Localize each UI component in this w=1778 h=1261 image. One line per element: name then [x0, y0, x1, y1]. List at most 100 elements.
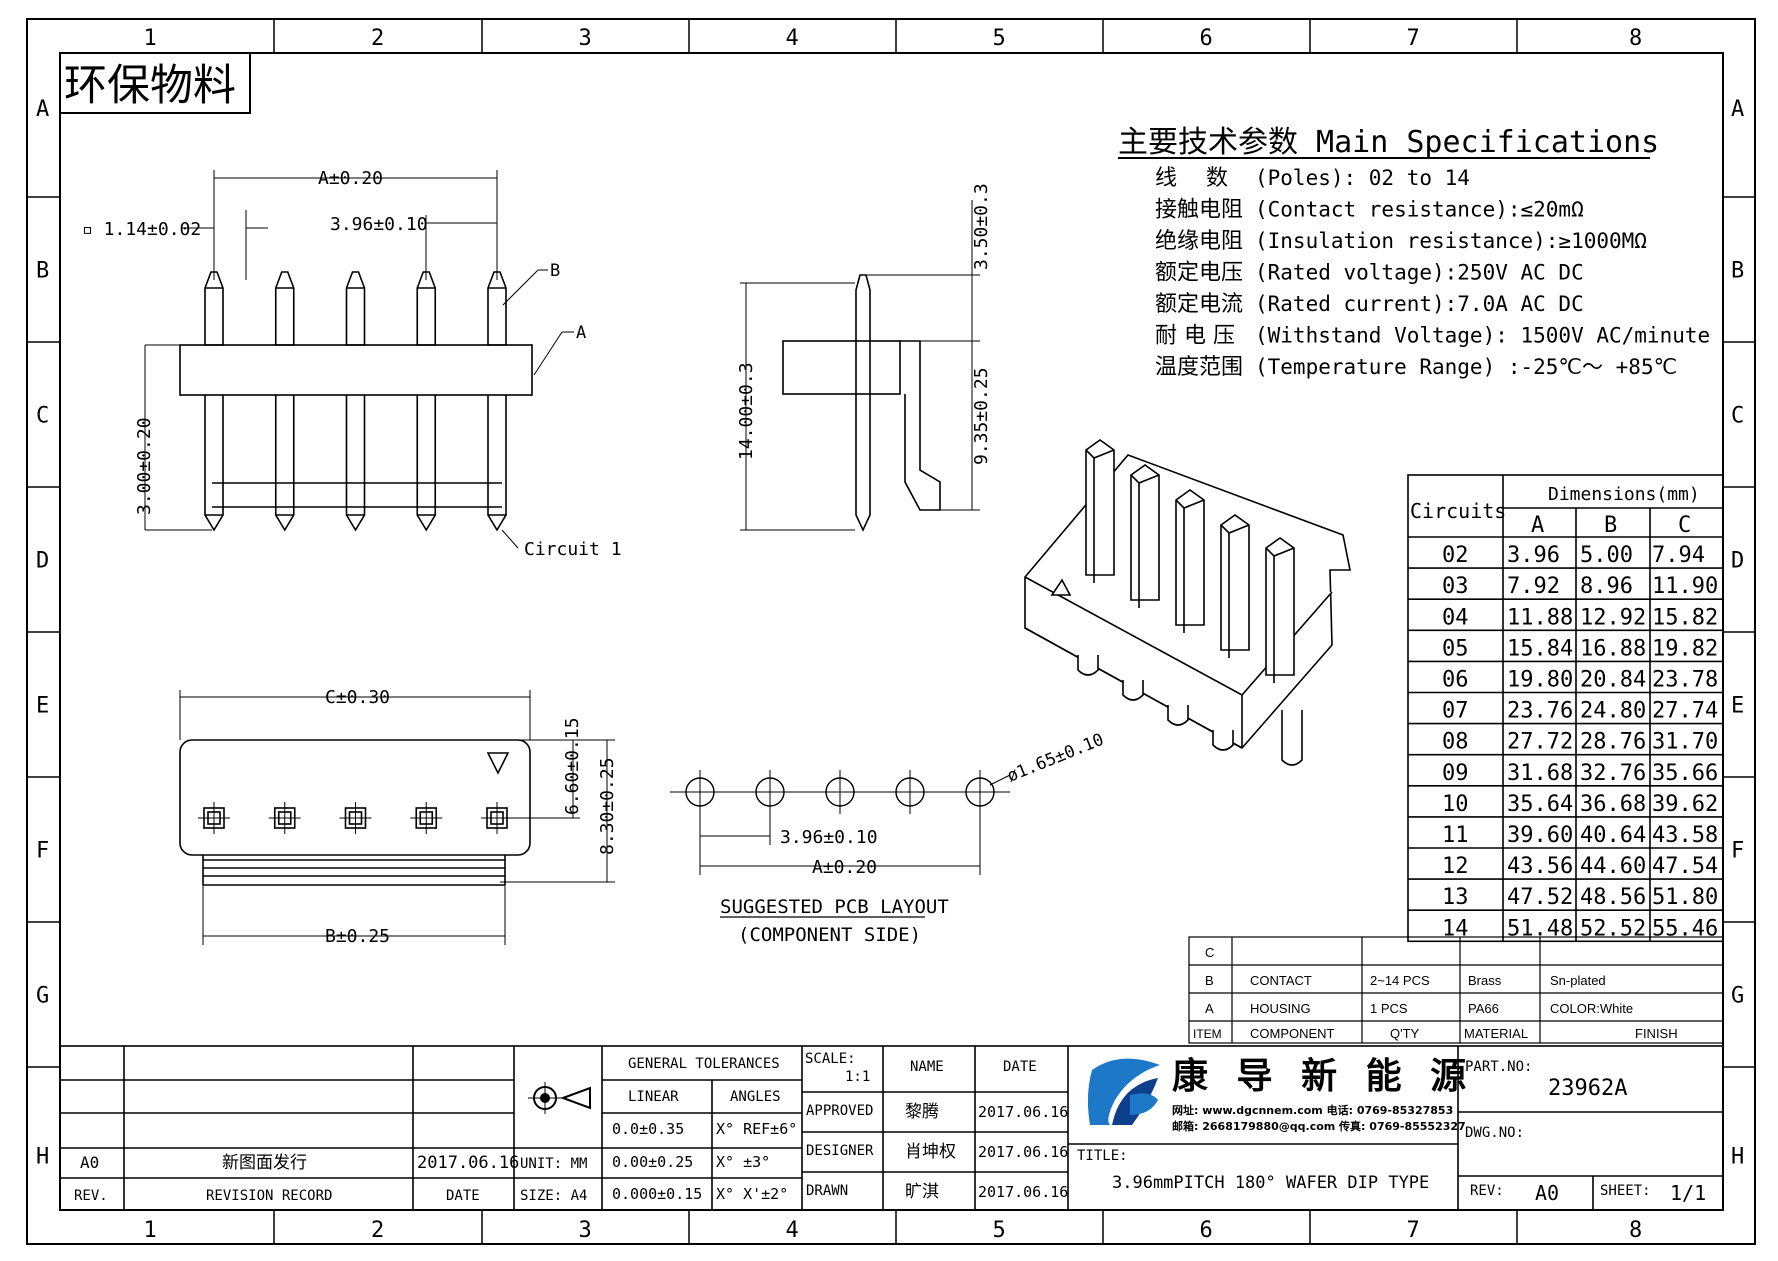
rev-record-head: REVISION RECORD: [206, 1188, 332, 1204]
pin-lower: [416, 395, 437, 532]
tolerance-linear: 0.00±0.25: [612, 1153, 693, 1171]
bom-head-item: ITEM: [1193, 1027, 1222, 1041]
row-marker-left: C: [36, 404, 49, 429]
part-value: 23962A: [1548, 1076, 1627, 1101]
front-view: A±0.20 3.96±0.10 ▫ 1.14±0.02 3.00±0.20 B…: [82, 168, 622, 560]
bottom-dim-inner: 6.60±0.15: [562, 717, 583, 815]
col-marker-top: 6: [1200, 26, 1213, 51]
iso-pin-edge: [1220, 524, 1250, 658]
col-marker-bottom: 3: [579, 1218, 592, 1243]
dwg-label: DWG.NO:: [1465, 1125, 1524, 1141]
pin-lower: [487, 395, 507, 532]
row-marker-left: B: [36, 259, 49, 284]
title-block-border: [59, 1045, 1724, 1211]
spec-value: (Contact resistance):≤20mΩ: [1255, 198, 1584, 222]
spec-value: (Rated voltage):250V AC DC: [1255, 261, 1584, 285]
scale-value: 1:1: [845, 1069, 870, 1085]
iso-leg: [1212, 730, 1234, 751]
dim-table-circuit: 05: [1442, 636, 1469, 661]
iso-pin: [1175, 489, 1205, 626]
col-marker-top: 7: [1407, 26, 1420, 51]
pin-upper: [204, 271, 224, 346]
row-marker-right: F: [1731, 839, 1744, 864]
spec-label: 额定电流: [1155, 292, 1243, 317]
spec-label: 线 数: [1155, 166, 1228, 191]
row-marker-left: G: [36, 984, 49, 1009]
dim-table-col-head: C: [1678, 513, 1691, 538]
iso-pin: [1265, 537, 1295, 676]
col-marker-top: 3: [579, 26, 592, 51]
role-name: 黎腾: [905, 1102, 939, 1122]
pin-upper: [416, 271, 437, 346]
pcb-title: SUGGESTED PCB LAYOUT: [720, 896, 949, 918]
dim-table-a: 31.68: [1507, 761, 1573, 786]
label-b: B: [550, 261, 560, 281]
iso-pin-edge: [1175, 499, 1205, 633]
spec-label: 绝缘电阻: [1155, 229, 1243, 254]
sheet-value: 1/1: [1670, 1181, 1706, 1205]
bom-material: Brass: [1468, 973, 1502, 988]
iso-leg: [1122, 680, 1144, 701]
part-label: PART.NO:: [1465, 1059, 1532, 1075]
tolerance-linear: 0.000±0.15: [612, 1185, 702, 1203]
dim-table-circuit: 08: [1442, 730, 1469, 755]
iso-leg: [1077, 655, 1099, 676]
side-housing: [782, 340, 901, 395]
side-dim-lower: 9.35±0.25: [971, 367, 992, 465]
tolerance-linear: 0.0±0.35: [612, 1120, 684, 1138]
row-marker-left: F: [36, 839, 49, 864]
role-label: DRAWN: [806, 1183, 848, 1199]
tolerance-angle: X° X'±2°: [716, 1185, 788, 1203]
pcb-dim-pitch: 3.96±0.10: [780, 827, 878, 848]
rev-date-head: DATE: [446, 1188, 480, 1204]
dim-table-a: 43.56: [1507, 854, 1573, 879]
dim-table-border: [1407, 474, 1724, 943]
bottom-dim-outer: 8.30±0.25: [597, 757, 618, 855]
dim-table-a: 39.60: [1507, 823, 1573, 848]
tolerance-angle: X° ±3°: [716, 1153, 770, 1171]
tolerances-head: GENERAL TOLERANCES: [628, 1056, 780, 1072]
housing-body: [179, 344, 533, 396]
spec-value: (Rated current):7.0A AC DC: [1255, 292, 1584, 316]
tolerance-angle: X° REF±6°: [716, 1120, 797, 1138]
dim-table-circuit: 10: [1442, 792, 1469, 817]
rev-value-bottom: A0: [1535, 1181, 1559, 1205]
dim-table-c: 23.78: [1652, 668, 1718, 693]
col-marker-top: 1: [144, 26, 157, 51]
label-a: A: [576, 323, 586, 343]
dim-table-head-dims: Dimensions(mm): [1548, 484, 1700, 505]
dim-table-c: 43.58: [1652, 823, 1718, 848]
col-marker-top: 4: [786, 26, 799, 51]
bom-qty: 2~14 PCS: [1370, 973, 1430, 988]
row-marker-right: D: [1731, 549, 1744, 574]
dim-table-circuit: 12: [1442, 854, 1469, 879]
rev-head: REV.: [74, 1188, 108, 1204]
spec-value: (Insulation resistance):≥1000MΩ: [1255, 229, 1647, 253]
dim-table-c: 11.90: [1652, 574, 1718, 599]
dim-table-c: 39.62: [1652, 792, 1718, 817]
col-marker-top: 2: [371, 26, 384, 51]
spec-label: 温度范围: [1155, 355, 1243, 380]
dim-table-circuit: 13: [1442, 885, 1469, 910]
dim-table-circuit: 02: [1442, 543, 1469, 568]
row-marker-left: E: [36, 694, 49, 719]
iso-pin-edge: [1085, 449, 1115, 583]
dim-table-c: 15.82: [1652, 605, 1718, 630]
bottom-housing: [179, 739, 531, 856]
eco-stamp-text: 环保物料: [64, 61, 236, 111]
front-dim-pin: ▫ 1.14±0.02: [82, 219, 201, 240]
side-latch: [900, 340, 941, 511]
pin-lower: [204, 395, 224, 532]
dim-table-a: 7.92: [1507, 574, 1560, 599]
bom-component: CONTACT: [1250, 973, 1312, 988]
dim-table-col-head: A: [1531, 513, 1544, 538]
pin-lower: [345, 395, 366, 532]
bom-item: C: [1205, 945, 1214, 960]
dim-table-c: 7.94: [1652, 543, 1705, 568]
dim-table-b: 5.00: [1580, 543, 1633, 568]
dim-table-b: 48.56: [1580, 885, 1646, 910]
dim-table-circuit: 03: [1442, 574, 1469, 599]
col-marker-bottom: 4: [786, 1218, 799, 1243]
